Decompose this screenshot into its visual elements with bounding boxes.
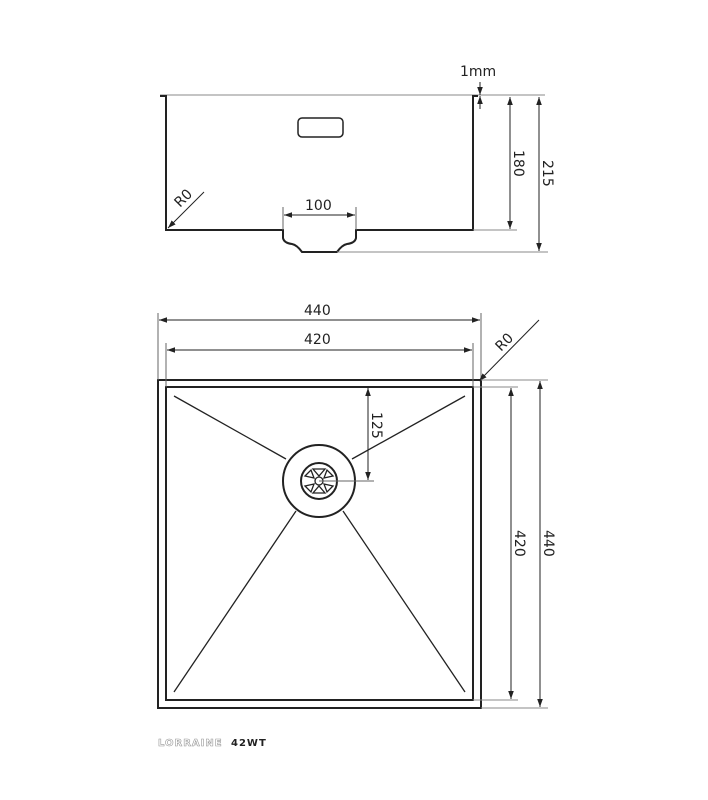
- top-view: 125 440 420 R0 420 440: [157, 303, 556, 709]
- slope-line-bottom-right: [342, 510, 466, 693]
- total-depth-label: 215: [539, 160, 555, 187]
- slope-line-top-right: [351, 395, 466, 460]
- thickness-label: 1mm: [460, 64, 496, 80]
- sink-side-outline: [160, 95, 478, 253]
- corner-radius-label: R0: [172, 186, 196, 210]
- sink-inner-edge: [165, 386, 474, 701]
- corner-radius-leader: [167, 191, 205, 229]
- overflow-slot: [297, 117, 344, 138]
- brand-model: 42WT: [231, 738, 267, 749]
- inner-height-label: 420: [511, 530, 527, 557]
- side-view: 1mm 180 215 100 R0: [160, 64, 555, 253]
- outer-height-label: 440: [540, 530, 556, 557]
- drain-offset-label: 125: [368, 412, 384, 439]
- outer-width-label: 440: [304, 303, 331, 319]
- sink-outer-edge: [157, 379, 482, 709]
- top-corner-radius-label: R0: [493, 330, 517, 354]
- top-corner-radius-leader: [478, 319, 540, 382]
- brand-logo: LORRAINE 42WT: [158, 738, 267, 750]
- slope-line-bottom-left: [173, 510, 297, 693]
- slope-line-top-left: [173, 395, 287, 460]
- inner-width-label: 420: [304, 332, 331, 348]
- inner-depth-label: 180: [510, 150, 526, 177]
- drain-width-label: 100: [305, 198, 332, 214]
- brand-series: LORRAINE: [158, 738, 223, 749]
